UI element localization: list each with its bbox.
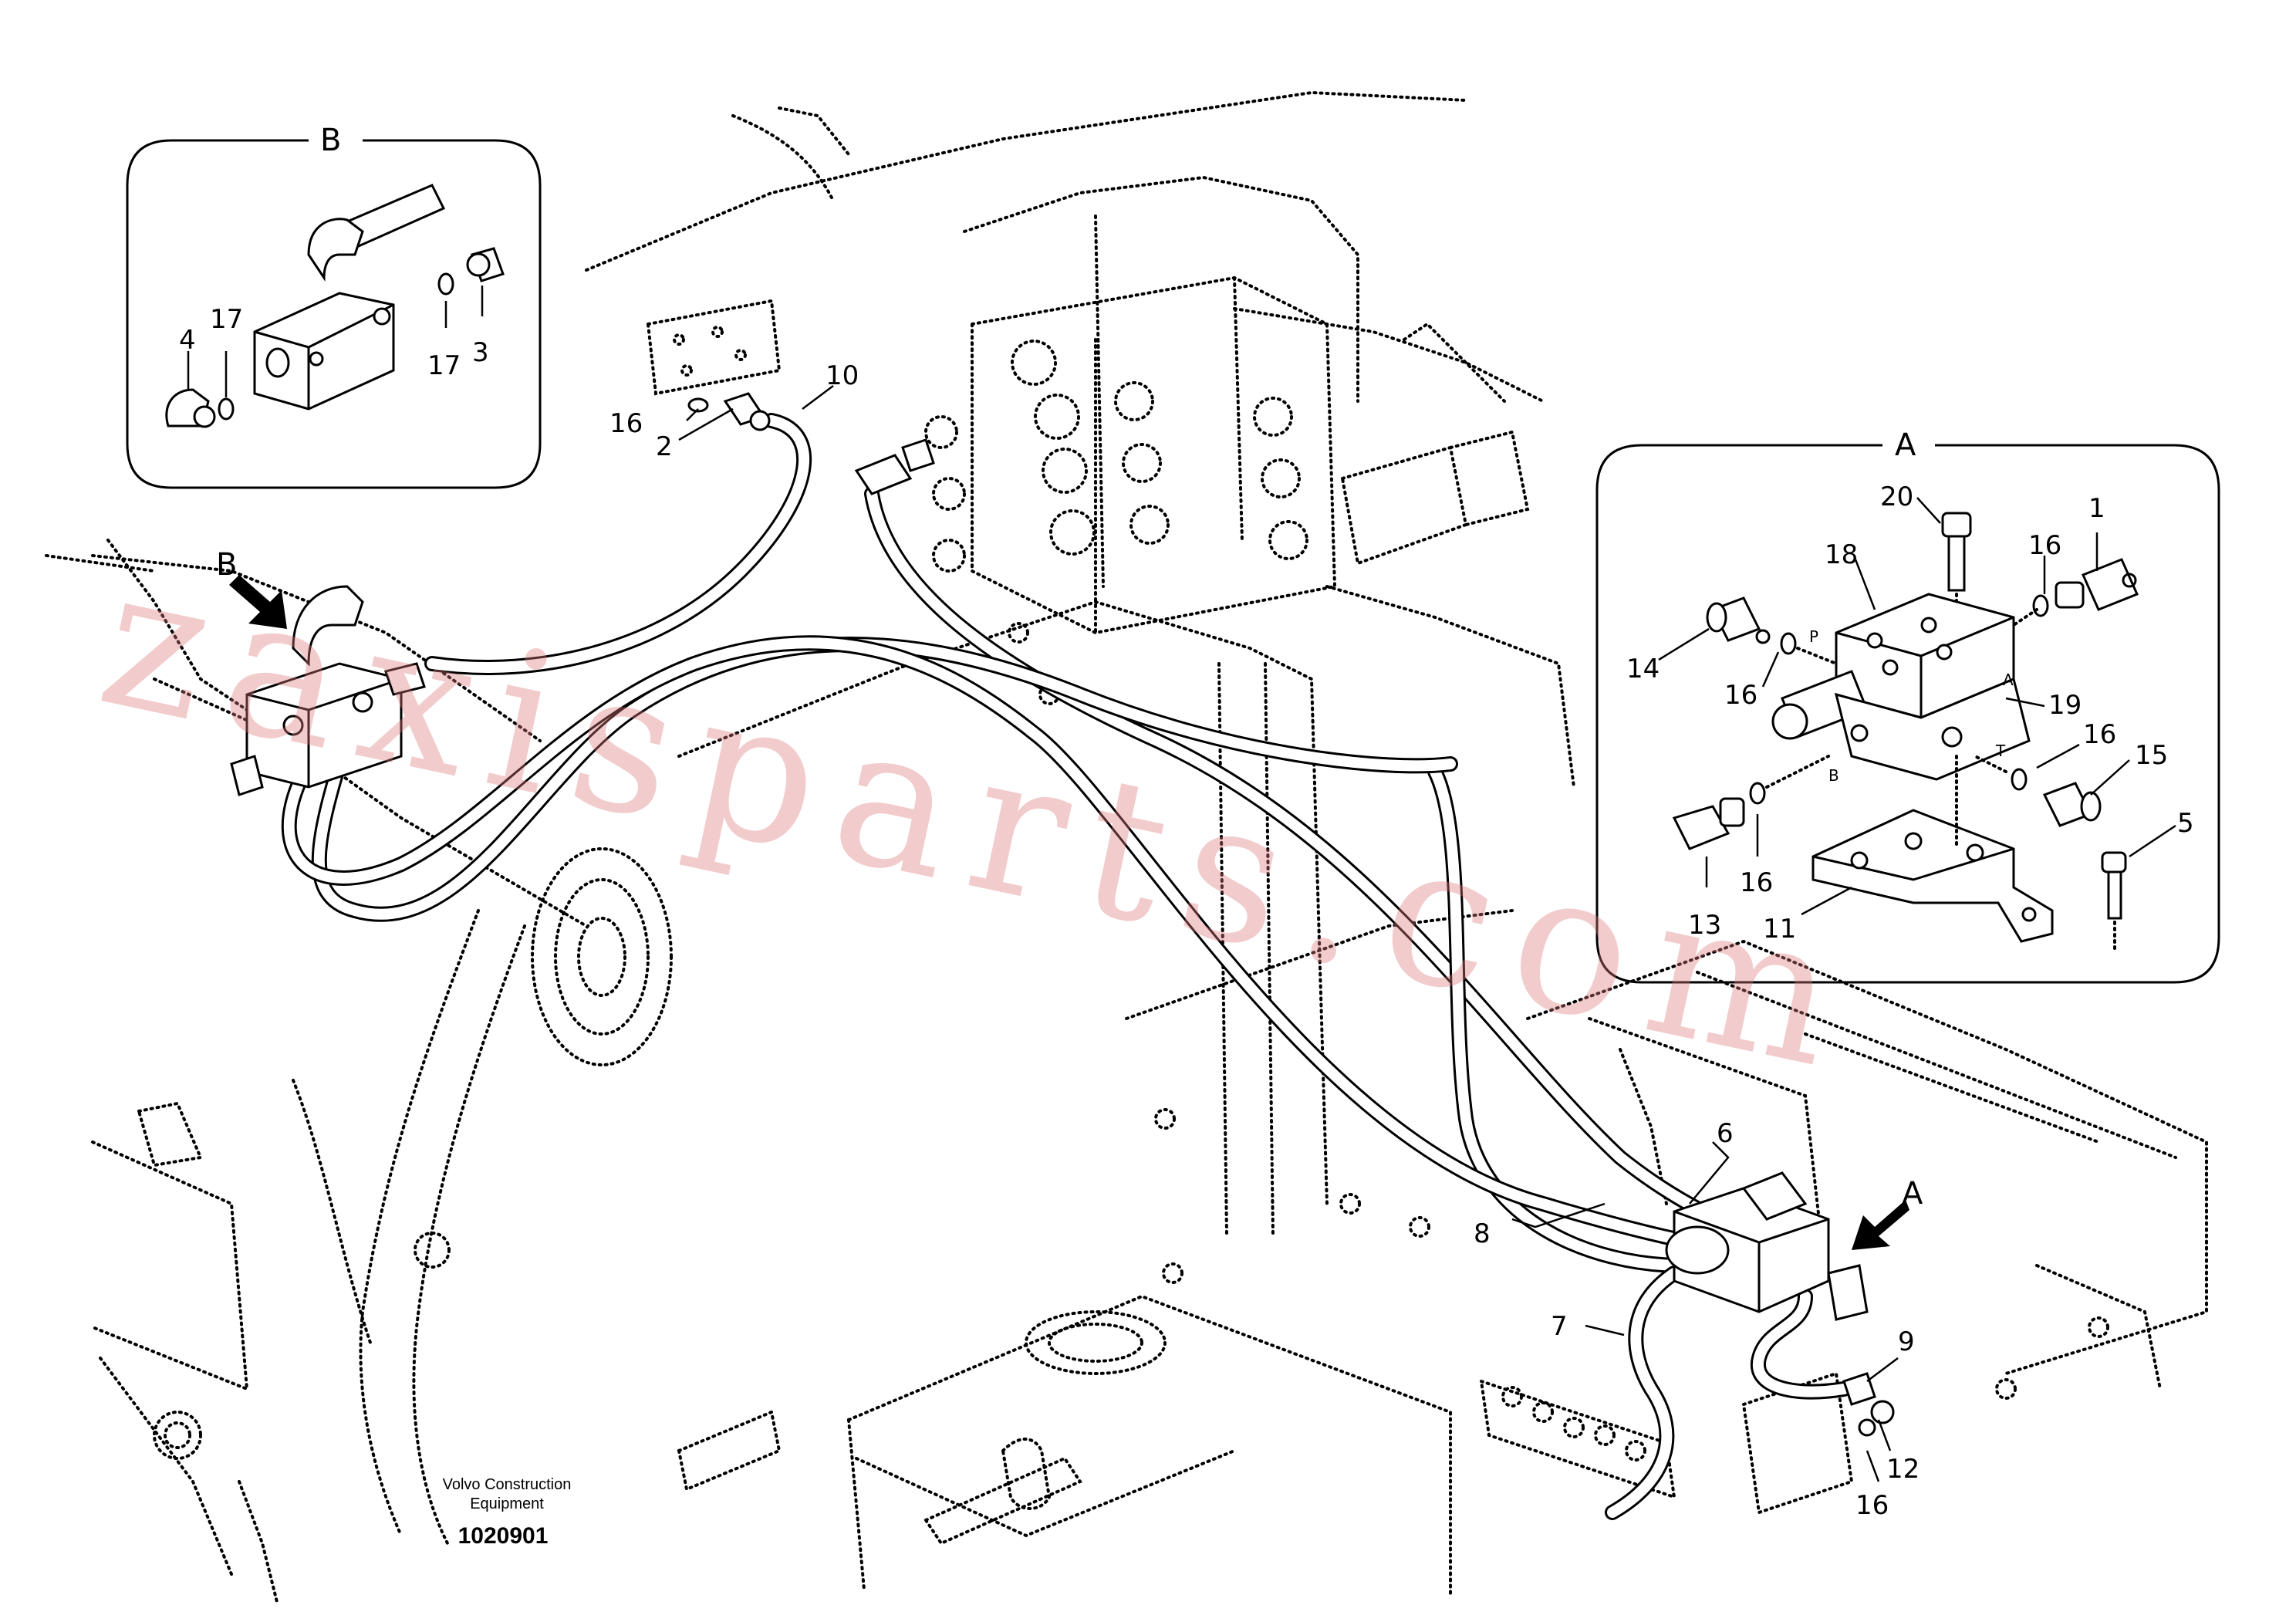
callout-16-main: 16 (609, 408, 643, 439)
detail-a-callout-15: 15 (2135, 740, 2168, 771)
callout-6: 6 (1717, 1118, 1734, 1149)
detail-a-callout-18: 18 (1825, 539, 1858, 570)
detail-b: B 17 4 17 3 (126, 123, 542, 489)
detail-a-callout-5: 5 (2177, 808, 2194, 839)
callout-16-bottom: 16 (1855, 1490, 1889, 1521)
footer: Volvo Construction Equipment 1020901 (443, 1476, 572, 1549)
view-arrow-a: A (1852, 1176, 1923, 1250)
valve-spools (924, 340, 1308, 573)
detail-b-callout-4: 4 (179, 325, 196, 356)
svg-text:B: B (216, 547, 237, 583)
callout-2: 2 (656, 431, 673, 462)
document-number: 1020901 (458, 1523, 549, 1549)
company-name-line1: Volvo Construction (443, 1476, 572, 1493)
fitting-upper-valve (854, 438, 935, 495)
selector-valve-main (1665, 1171, 1869, 1321)
detail-b-callout-17a: 17 (210, 304, 243, 335)
detail-a-callout-16b: 16 (1724, 680, 1757, 711)
detail-a-callout-16a: 16 (2028, 530, 2061, 561)
port-a: A (2003, 671, 2014, 689)
main-callouts: 10 16 2 6 8 7 9 12 16 (609, 360, 1920, 1521)
port-t: T (1995, 742, 2006, 760)
view-arrow-b: B (216, 547, 287, 629)
port-b: B (1828, 766, 1839, 785)
detail-a-callout-20: 20 (1880, 482, 1913, 512)
fitting-12-main (1842, 1372, 1895, 1437)
callout-8: 8 (1474, 1218, 1491, 1249)
fitting-2-main (687, 392, 771, 431)
machine-frame-outline (45, 90, 2208, 1607)
detail-b-title: B (320, 123, 341, 158)
detail-a-title: A (1895, 427, 1916, 463)
detail-b-callout-17b: 17 (427, 350, 461, 381)
hoses (281, 413, 1852, 1520)
valve-bank-lower (1479, 1379, 1676, 1499)
callout-10: 10 (826, 360, 859, 391)
detail-a: A (1595, 427, 2220, 984)
svg-text:A: A (1902, 1176, 1923, 1211)
detail-a-callout-19: 19 (2048, 690, 2082, 721)
main-leaders (678, 385, 1899, 1482)
detail-a-callout-1: 1 (2088, 493, 2105, 524)
detail-a-callout-16d: 16 (1740, 867, 1773, 898)
detail-a-callout-13: 13 (1688, 910, 1721, 941)
detail-a-callout-14: 14 (1626, 654, 1660, 684)
watermark: zaxisparts.com (84, 524, 1877, 1115)
company-name-line2: Equipment (470, 1495, 544, 1512)
port-p: P (1809, 627, 1818, 646)
callout-7: 7 (1551, 1311, 1568, 1342)
detail-a-callout-11: 11 (1763, 914, 1796, 944)
callout-9: 9 (1898, 1326, 1915, 1357)
detail-b-callout-3: 3 (472, 337, 489, 368)
callout-12: 12 (1886, 1454, 1920, 1485)
detail-a-callout-16c: 16 (2083, 719, 2116, 750)
block-b-assembly (230, 585, 426, 796)
